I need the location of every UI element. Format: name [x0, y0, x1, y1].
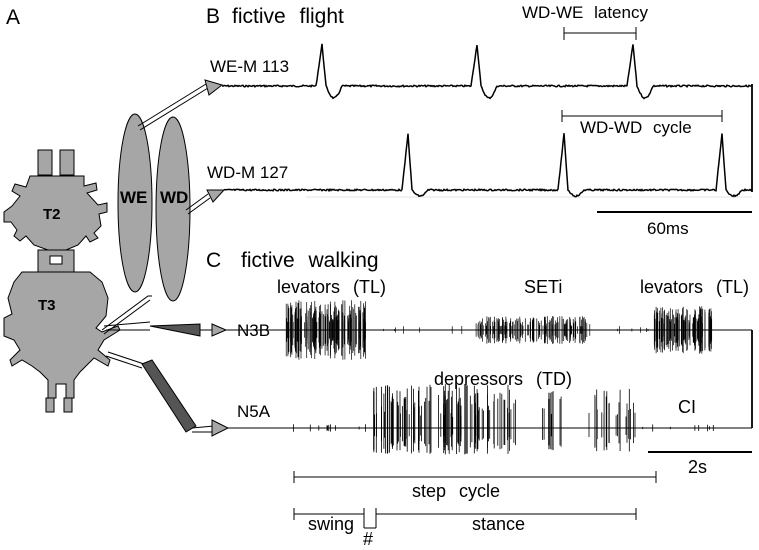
- we-electrode-wire: [137, 83, 209, 131]
- t2-connective-left: [37, 149, 53, 176]
- swing-label: swing: [308, 514, 354, 534]
- n5a-trace-label: N5A: [237, 402, 271, 421]
- walking-scale-label: 2s: [688, 457, 707, 477]
- cycle-label: WD-WD cycle: [580, 118, 692, 137]
- n5a-trace: [292, 384, 714, 455]
- panel-c-label: C: [206, 249, 221, 272]
- t2-ganglion: [3, 175, 108, 251]
- stance-label: stance: [472, 514, 525, 534]
- electrodes: [103, 79, 230, 437]
- panel-b-title: fictive flight: [232, 5, 344, 28]
- wd-electrode-wire: [185, 193, 211, 215]
- t2-connective-right: [59, 149, 75, 176]
- n5a-electrode-tip: [211, 419, 230, 437]
- t2-label: T2: [43, 206, 61, 223]
- n3b-trace: [285, 300, 713, 360]
- muscle-nerves: [101, 295, 152, 335]
- t3-connective-right: [63, 397, 73, 413]
- seti-label: SETi: [524, 277, 562, 297]
- n3b-nerve: [103, 321, 151, 331]
- n3b-electrode-body: [149, 323, 201, 337]
- n5a-nerve: [105, 351, 145, 369]
- wd-muscle: [155, 116, 191, 302]
- latency-bracket: [563, 27, 637, 40]
- we-muscle: [117, 113, 153, 293]
- panel-c-title: fictive walking: [241, 249, 379, 272]
- connective-gap: [49, 255, 63, 265]
- panel-a-label: A: [6, 6, 20, 29]
- flight-scale-label: 60ms: [647, 219, 689, 238]
- phase-brackets: [293, 508, 637, 529]
- step-cycle-label: step cycle: [412, 481, 500, 501]
- n3b-electrode-tip: [211, 323, 228, 337]
- levators-label-2: levators (TL): [640, 277, 749, 297]
- flight-muscles: [117, 113, 191, 302]
- we-m-trace-label: WE-M 113: [210, 57, 289, 76]
- n5a-electrode-body: [141, 359, 197, 433]
- we-label: WE: [120, 188, 147, 207]
- wd-label: WD: [160, 188, 188, 207]
- cycle-bracket: [561, 110, 723, 122]
- levators-label-1: levators (TL): [277, 277, 386, 297]
- latency-label: WD-WE latency: [522, 3, 648, 22]
- we-electrode-tip: [204, 79, 224, 96]
- wd-m-trace: [223, 133, 753, 198]
- depressors-label: depressors (TD): [434, 369, 572, 389]
- wd-electrode-tip: [206, 189, 226, 203]
- t3-ganglion: [3, 271, 121, 399]
- ci-label: CI: [678, 397, 696, 417]
- hash-label: #: [363, 529, 373, 549]
- ganglia-diagram: [3, 149, 121, 413]
- wd-m-trace-label: WD-M 127: [207, 163, 288, 182]
- panel-b-label: B: [206, 5, 220, 28]
- t3-label: T3: [38, 297, 56, 314]
- step-cycle-bracket: [293, 471, 657, 483]
- we-m-trace: [221, 43, 753, 100]
- t3-connective-left: [45, 397, 55, 413]
